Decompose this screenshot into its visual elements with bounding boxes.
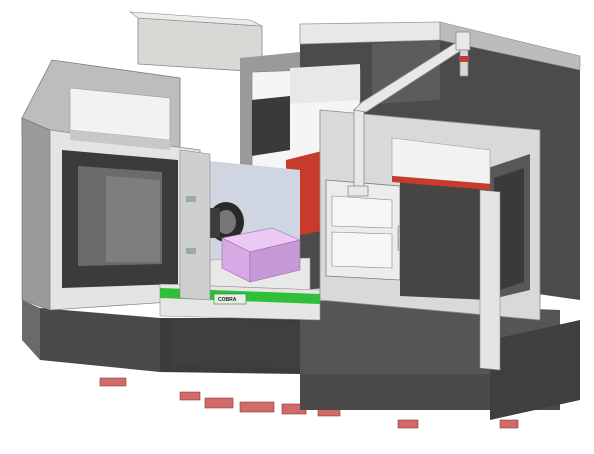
brand-logo bbox=[213, 293, 247, 305]
left-column bbox=[179, 149, 211, 301]
right-enclosure bbox=[319, 109, 541, 371]
pendant-arm bbox=[347, 31, 471, 197]
work-area bbox=[196, 160, 311, 301]
rear-control-box bbox=[129, 11, 263, 73]
brand-logo-text: COBRA bbox=[218, 297, 237, 303]
machine-feet bbox=[99, 377, 519, 429]
left-enclosure bbox=[21, 59, 201, 311]
